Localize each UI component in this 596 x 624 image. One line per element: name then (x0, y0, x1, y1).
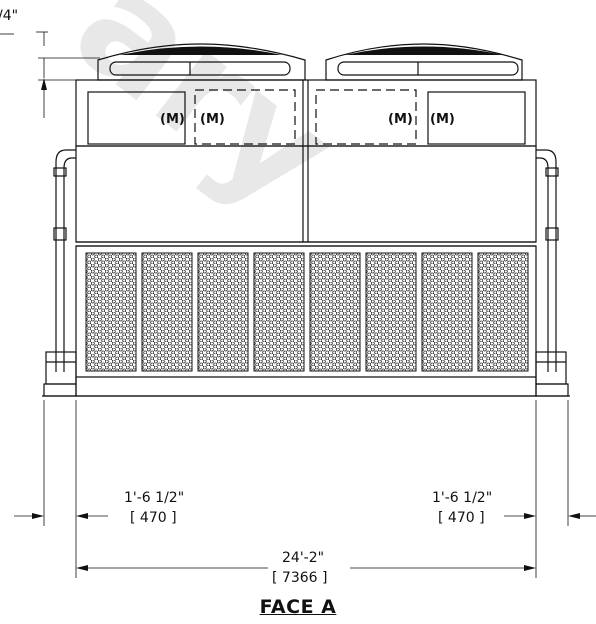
piping-right (535, 149, 569, 397)
overall-width-imperial: 24'-2" (282, 550, 324, 566)
piping-left (43, 149, 77, 397)
panel-logos: (M) (M) (M) (M) (160, 112, 455, 127)
drawing-caption: FACE A (259, 596, 337, 618)
logo-2: (M) (200, 112, 225, 127)
left-clearance-imperial: 1'-6 1/2" (124, 490, 184, 506)
left-clearance-metric: [ 470 ] (130, 510, 177, 526)
fan-cowl-left (97, 43, 306, 81)
logo-4: (M) (430, 112, 455, 127)
right-clearance-metric: [ 470 ] (438, 510, 485, 526)
intake-louvers (85, 252, 529, 372)
top-dimension: /4" (0, 8, 100, 118)
logo-1: (M) (160, 112, 185, 127)
upper-casing (75, 79, 537, 147)
top-dimension-label: /4" (0, 8, 18, 24)
right-clearance-imperial: 1'-6 1/2" (432, 490, 492, 506)
logo-3: (M) (388, 112, 413, 127)
left-clearance-dimension: 1'-6 1/2" [ 470 ] (14, 490, 184, 526)
right-clearance-dimension: 1'-6 1/2" [ 470 ] (432, 490, 596, 526)
overall-width-dimension: 24'-2" [ 7366 ] (76, 550, 536, 586)
overall-width-metric: [ 7366 ] (272, 570, 327, 586)
extension-lines (43, 400, 569, 578)
fan-cowl-right (325, 43, 523, 81)
